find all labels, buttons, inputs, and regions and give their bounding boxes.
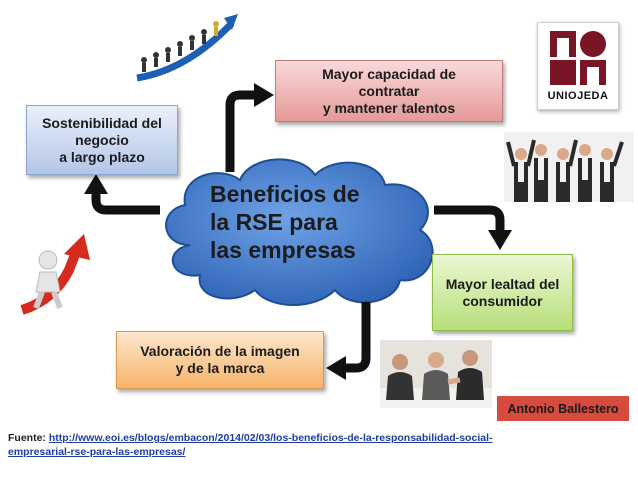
arrow-to-image xyxy=(326,302,371,380)
business-meeting-photo xyxy=(380,340,492,408)
cloud-shape xyxy=(165,158,434,306)
university-logo: UNIOJEDA xyxy=(537,22,619,110)
benefit-box-sustainability: Sostenibilidad del negocio a largo plazo xyxy=(26,105,178,175)
source-link[interactable]: http://www.eoi.es/blogs/embacon/2014/02/… xyxy=(8,432,493,458)
person-red-arrow-illustration xyxy=(20,234,90,315)
arrow-to-sustain xyxy=(84,174,160,215)
benefit-box-image: Valoración de la imagen y de la marca xyxy=(116,331,324,389)
logo-text: UNIOJEDA xyxy=(547,90,609,102)
benefit-box-loyalty: Mayor lealtad del consumidor xyxy=(432,254,573,331)
author-badge: Antonio Ballestero xyxy=(497,396,629,421)
source-citation: Fuente: http://www.eoi.es/blogs/embacon/… xyxy=(8,431,528,459)
uniojeda-emblem xyxy=(550,31,606,85)
team-celebrating-photo xyxy=(504,132,634,202)
growth-people-illustration xyxy=(136,14,238,82)
benefit-box-talent: Mayor capacidad de contratar y mantener … xyxy=(275,60,503,122)
diagram-center-title: Beneficios de la RSE para las empresas xyxy=(210,181,360,263)
arrow-to-talent xyxy=(225,83,274,172)
arrow-to-loyalty xyxy=(434,205,512,250)
source-label: Fuente: xyxy=(8,432,49,444)
